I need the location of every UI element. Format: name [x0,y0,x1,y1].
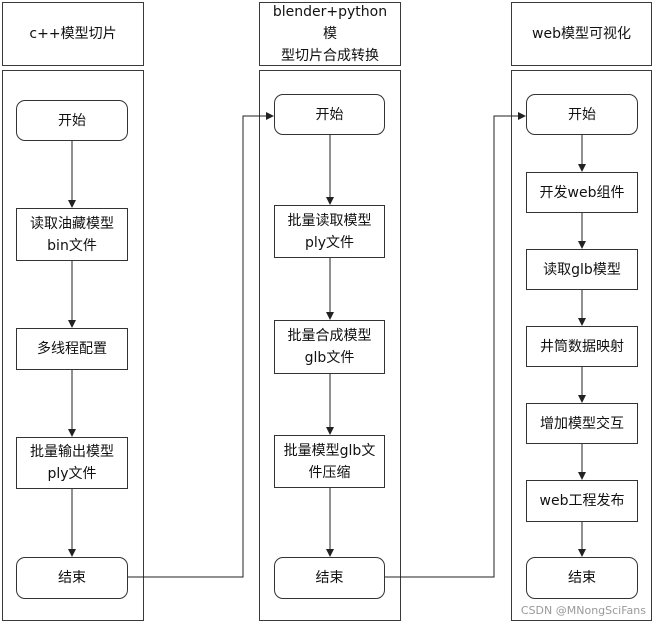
column-header-label: web模型可视化 [532,26,631,42]
column-header-cpp-slicing: c++模型切片 [2,2,144,66]
column-header-label: blender+python模 型切片合成转换 [272,4,388,64]
c3-develop-web-node: 开发web组件 [526,172,638,213]
c3-add-interaction-node: 增加模型交互 [526,403,638,444]
link-c2-end-to-c3-start [384,112,526,578]
c1-start-node: 开始 [16,100,128,141]
c3-read-glb-node: 读取glb模型 [526,249,638,290]
c1-batch-output-node: 批量输出模型 ply文件 [16,437,128,489]
c2-batch-merge-node: 批量合成模型 glb文件 [274,320,385,374]
c2-end-node: 结束 [274,557,385,599]
c2-batch-read-node: 批量读取模型 ply文件 [274,205,385,258]
c1-end-node: 结束 [16,557,128,599]
c3-start-node: 开始 [526,94,638,135]
c1-read-reservoir-node: 读取油藏模型 bin文件 [16,208,128,261]
c3-wellbore-mapping-node: 井筒数据映射 [526,326,638,367]
column-header-web-visualization: web模型可视化 [511,2,652,66]
c3-end-node: 结束 [526,557,638,599]
watermark-text: CSDN @MNongSciFans [520,604,646,617]
column-header-label: c++模型切片 [29,26,117,42]
c3-web-publish-node: web工程发布 [526,480,638,522]
column-header-blender-python: blender+python模 型切片合成转换 [259,2,401,66]
c2-batch-compress-node: 批量模型glb文 件压缩 [274,435,385,488]
c2-start-node: 开始 [274,94,385,135]
c1-multithread-config-node: 多线程配置 [16,328,128,370]
link-c1-end-to-c2-start [128,112,274,578]
